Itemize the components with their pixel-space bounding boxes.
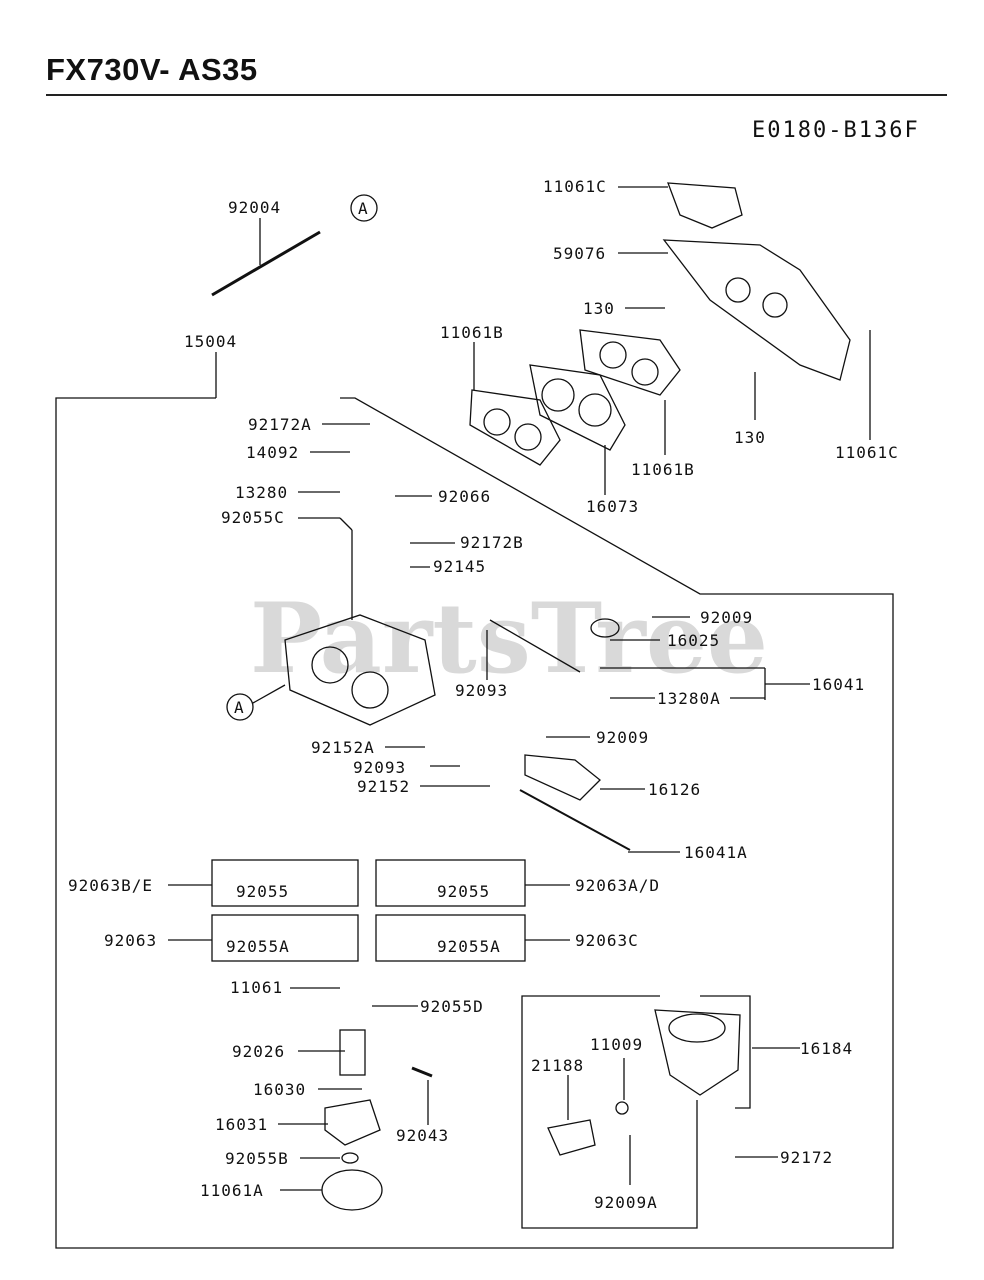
part-label: 11061C <box>543 177 607 196</box>
part-label: 92093 <box>353 758 406 777</box>
part-label: 16041A <box>684 843 748 862</box>
part-label: 16041 <box>812 675 865 694</box>
part-label: 92009A <box>594 1193 658 1212</box>
sub-assembly-box <box>521 995 698 1229</box>
part-label: 11061 <box>230 978 283 997</box>
part-label: 92172A <box>248 415 312 434</box>
part-label: 92152 <box>357 777 410 796</box>
kit-box-92063ad <box>375 859 526 907</box>
part-label: 16025 <box>667 631 720 650</box>
gasket-11061a <box>321 1169 383 1211</box>
cover-16184 <box>654 1009 741 1096</box>
part-label: 11061C <box>835 443 899 462</box>
part-label: 130 <box>583 299 615 318</box>
callout-a-left <box>226 693 254 721</box>
carburetor-body-15004 <box>284 614 436 726</box>
part-label: 92004 <box>228 198 281 217</box>
part-label: 21188 <box>531 1056 584 1075</box>
part-label: 16073 <box>586 497 639 516</box>
manifold-59076 <box>662 239 851 381</box>
part-label: 92055A <box>226 937 290 956</box>
gasket-11061c <box>667 182 743 229</box>
part-label: 92066 <box>438 487 491 506</box>
part-label: 92145 <box>433 557 486 576</box>
part-label: 92063 <box>104 931 157 950</box>
kit-box-92063c <box>375 914 526 962</box>
jet-92026 <box>339 1029 366 1076</box>
part-label: 92055A <box>437 937 501 956</box>
kit-box-92063be <box>211 859 359 907</box>
throttle-valve-16025 <box>590 618 620 638</box>
part-label: 92009 <box>596 728 649 747</box>
part-label: 92172B <box>460 533 524 552</box>
callout-a-top <box>350 194 378 222</box>
part-label: 92055B <box>225 1149 289 1168</box>
part-label: 11061B <box>440 323 504 342</box>
callout-a-left-label: A <box>234 698 245 717</box>
float-16031 <box>324 1099 381 1146</box>
part-label: 92055 <box>236 882 289 901</box>
part-label: 16030 <box>253 1080 306 1099</box>
part-label: 11009 <box>590 1035 643 1054</box>
part-label: 130 <box>734 428 766 447</box>
part-label: 92009 <box>700 608 753 627</box>
page-title: FX730V- AS35 <box>46 52 258 87</box>
spacer-16073 <box>529 364 626 451</box>
part-label: 16031 <box>215 1115 268 1134</box>
part-label: 92026 <box>232 1042 285 1061</box>
plate-16126 <box>524 754 601 801</box>
part-label: 16126 <box>648 780 701 799</box>
assembly-outline <box>55 397 894 1249</box>
part-label: 92063B/E <box>68 876 153 895</box>
kit-box-92063 <box>211 914 359 962</box>
part-label: 11061B <box>631 460 695 479</box>
part-label: 92152A <box>311 738 375 757</box>
part-label: 59076 <box>553 244 606 263</box>
part-label: 16184 <box>800 1039 853 1058</box>
title-rule <box>46 94 947 96</box>
watermark: PartsTree <box>250 582 768 695</box>
part-label: 15004 <box>184 332 237 351</box>
gasket-11061b-right <box>579 329 681 396</box>
stud-92004 <box>211 230 321 297</box>
part-label: 92055D <box>420 997 484 1016</box>
part-label: 92063C <box>575 931 639 950</box>
part-label: 92172 <box>780 1148 833 1167</box>
solenoid-21188 <box>547 1119 596 1156</box>
part-label: 92063A/D <box>575 876 660 895</box>
diagram-code: E0180-B136F <box>752 118 920 143</box>
part-label: 13280 <box>235 483 288 502</box>
part-label: 13280A <box>657 689 721 708</box>
callout-a-top-label: A <box>358 199 369 218</box>
part-label: 92043 <box>396 1126 449 1145</box>
gasket-11061b-left <box>469 389 561 466</box>
part-label: 92055C <box>221 508 285 527</box>
part-label: 11061A <box>200 1181 264 1200</box>
part-label: 14092 <box>246 443 299 462</box>
part-label: 92055 <box>437 882 490 901</box>
part-label: 92093 <box>455 681 508 700</box>
